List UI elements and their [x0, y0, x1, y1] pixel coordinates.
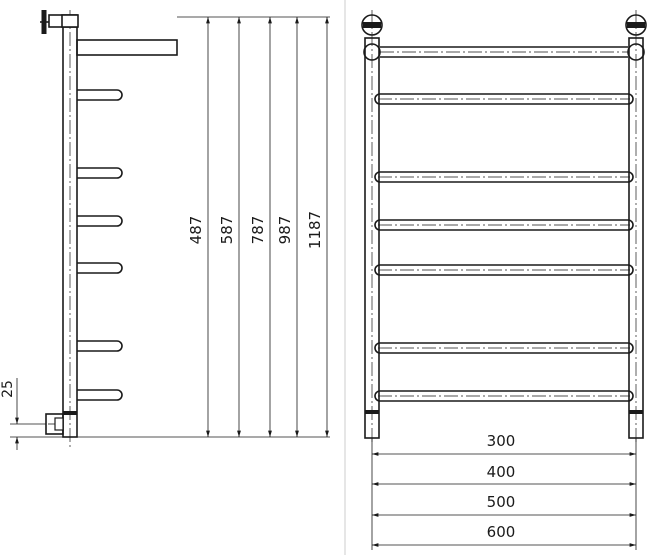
width-label-500: 500 [487, 493, 516, 511]
bottom-valve-icon [45, 411, 77, 435]
offset-label-25: 25 [0, 380, 16, 398]
side-top-bar [76, 39, 178, 56]
side-view: 487 587 787 987 1187 25 [0, 10, 330, 450]
front-rungs [374, 93, 634, 402]
width-label-600: 600 [487, 523, 516, 541]
height-label-987: 987 [276, 216, 294, 245]
height-label-487: 487 [187, 216, 205, 245]
height-label-1187: 1187 [306, 211, 324, 249]
height-label-787: 787 [249, 216, 267, 245]
width-label-400: 400 [487, 463, 516, 481]
side-rungs [77, 89, 123, 401]
top-valve-icon [40, 10, 79, 34]
width-label-300: 300 [487, 432, 516, 450]
height-label-587: 587 [218, 216, 236, 245]
front-view: 300 400 500 600 [361, 10, 647, 550]
